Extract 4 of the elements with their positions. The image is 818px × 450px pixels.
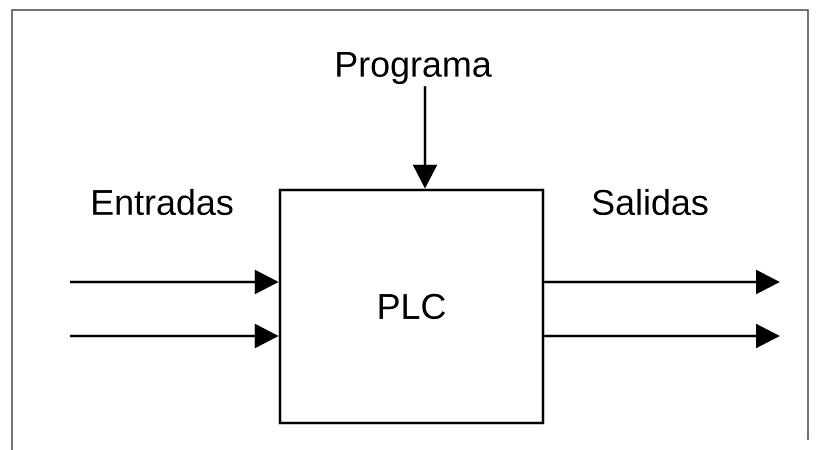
program-label: Programa	[337, 52, 492, 84]
plc-box: PLC	[278, 188, 544, 424]
io-label: Entradas	[93, 188, 232, 216]
io-label: Salidas	[592, 188, 708, 216]
